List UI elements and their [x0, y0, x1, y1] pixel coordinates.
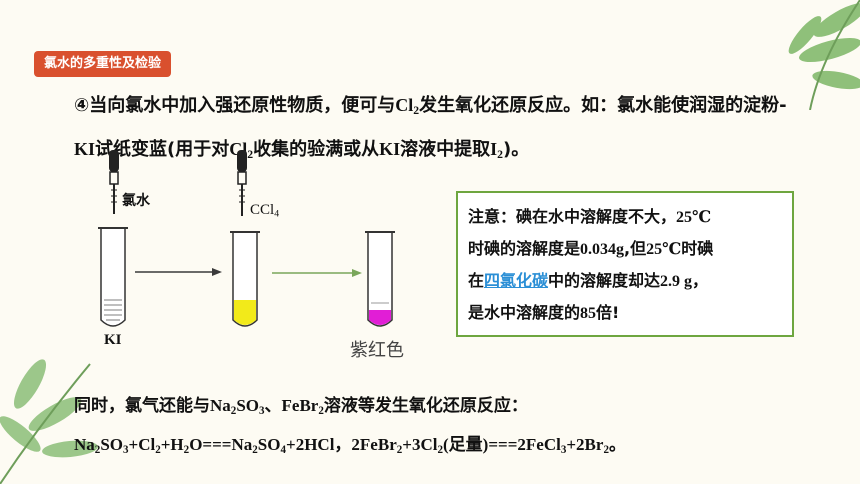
dropper-2-label: CCl4 [250, 202, 280, 220]
leaf-decoration-top-right [788, 0, 860, 110]
reaction-equations: Na2SO3+Cl2+H2O===Na2SO4+2HCl，2FeBr2+3Cl2… [74, 435, 626, 456]
tube-3-label: 紫红色 [350, 340, 404, 361]
note-box: 注意：碘在水中溶解度不大，25℃ 时碘的溶解度是0.034g,但25℃时碘 在四… [456, 191, 794, 337]
dropper-1-label: 氯水 [122, 193, 150, 209]
leaf-decoration-bottom-left [0, 359, 98, 484]
reaction-intro-line: 同时，氯气还能与Na2SO3、FeBr2溶液等发生氧化还原反应： [74, 396, 528, 417]
test-tube-1 [98, 227, 128, 327]
intro-paragraph: ④当向氯水中加入强还原性物质，便可与Cl2发生氧化还原反应。如：氯水能使润湿的淀… [74, 95, 787, 161]
tube-1-label: KI [104, 332, 122, 348]
arrow-1 [135, 268, 222, 276]
dropper-2 [237, 150, 247, 216]
arrow-2 [272, 269, 362, 277]
dropper-1 [109, 150, 119, 214]
section-badge: 氯水的多重性及检验 [34, 51, 172, 77]
experiment-diagram [98, 150, 395, 327]
test-tube-3 [365, 231, 395, 327]
ccl4-link[interactable]: 四氯化碳 [484, 271, 549, 290]
test-tube-2 [230, 231, 260, 327]
